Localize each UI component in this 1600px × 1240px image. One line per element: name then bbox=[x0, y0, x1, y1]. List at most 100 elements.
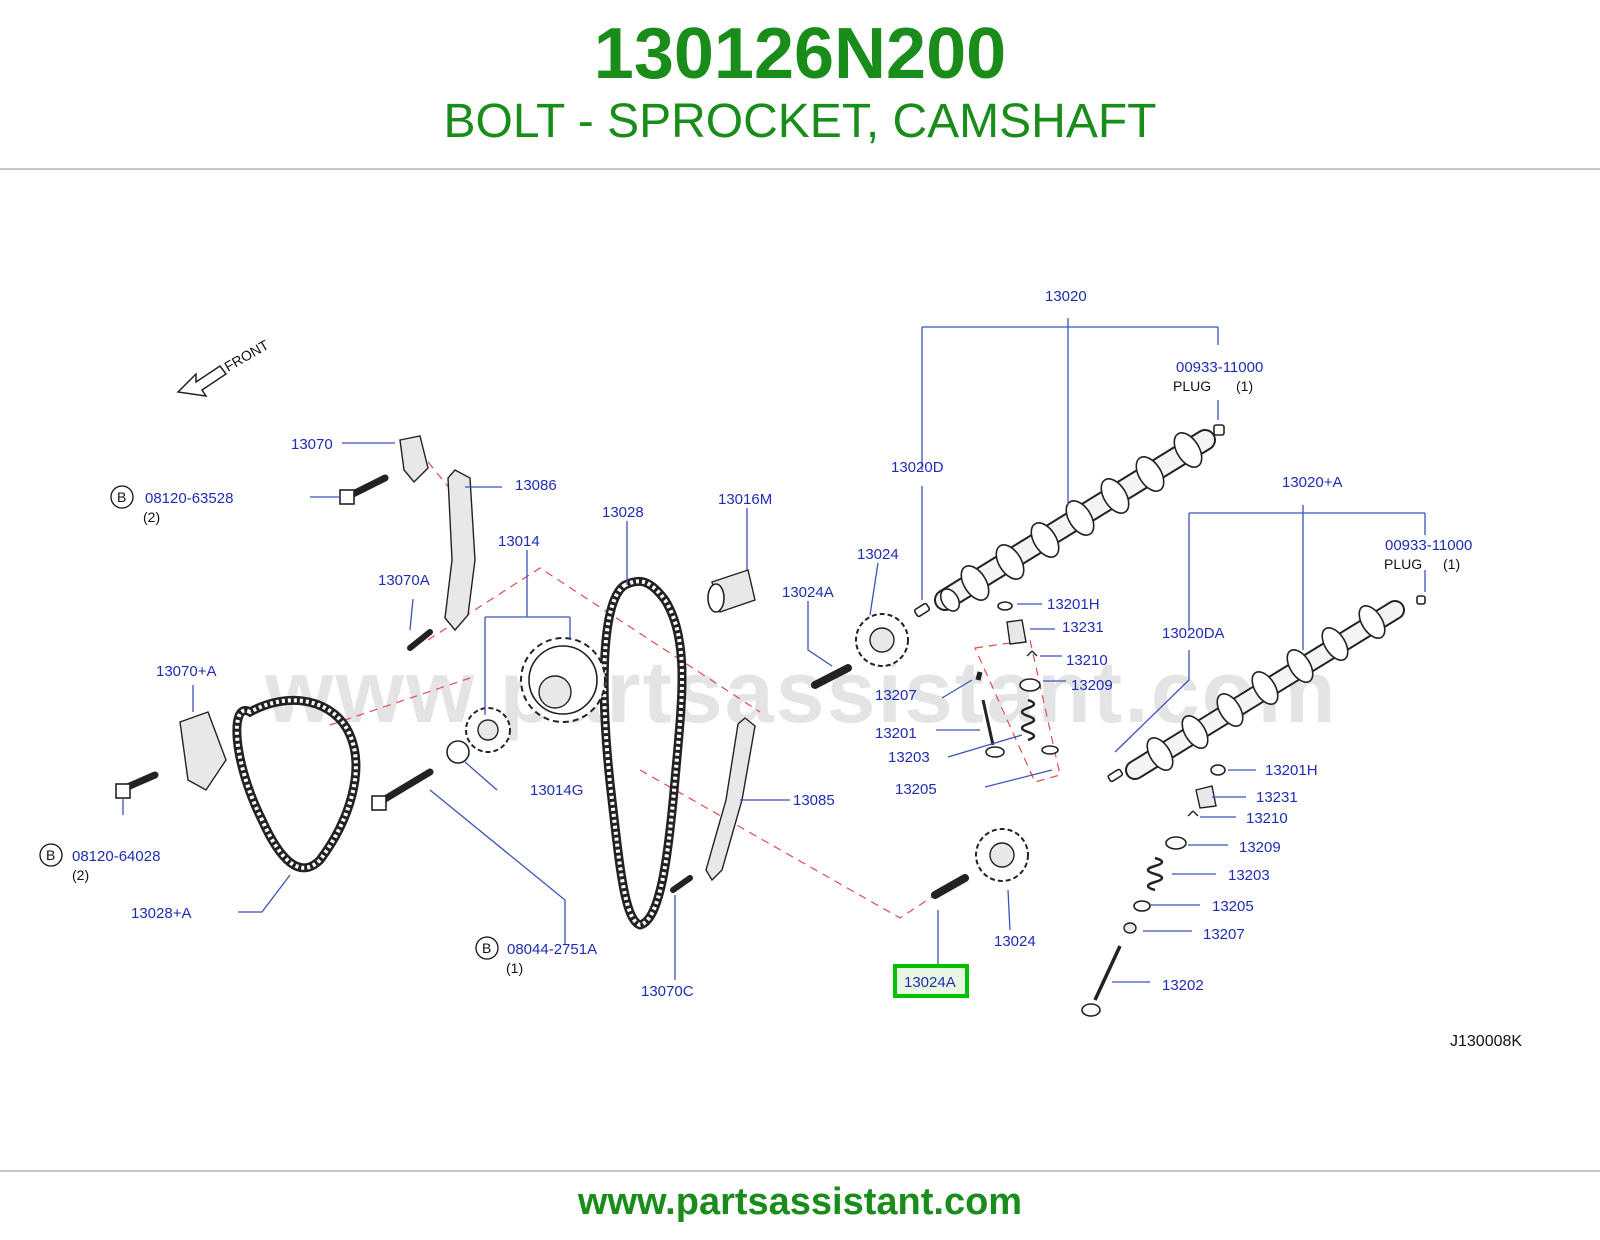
spring-seat bbox=[1041, 745, 1059, 755]
label-13070-plus-a[interactable]: 13070+A bbox=[156, 663, 216, 680]
part-description: BOLT - SPROCKET, CAMSHAFT bbox=[443, 95, 1157, 148]
label-13209-lower[interactable]: 13209 bbox=[1239, 839, 1281, 856]
valve-spring bbox=[1146, 856, 1164, 892]
label-13203-lower[interactable]: 13203 bbox=[1228, 867, 1270, 884]
label-13210-lower[interactable]: 13210 bbox=[1246, 810, 1288, 827]
label-13020-plus-a[interactable]: 13020+A bbox=[1282, 474, 1342, 491]
bolt-marker-circle bbox=[475, 936, 499, 960]
label-13024-lower[interactable]: 13024 bbox=[994, 933, 1036, 950]
alignment-line bbox=[329, 677, 471, 726]
label-13209-upper[interactable]: 13209 bbox=[1071, 677, 1113, 694]
label-13207-lower[interactable]: 13207 bbox=[1203, 926, 1245, 943]
label-13014g[interactable]: 13014G bbox=[530, 782, 583, 799]
leader-line bbox=[409, 598, 414, 631]
alignment-line bbox=[639, 769, 936, 919]
bolt-head bbox=[339, 489, 355, 505]
label-qty-2: (2) bbox=[72, 867, 89, 883]
leader-line bbox=[807, 601, 833, 667]
label-13028-plus-a[interactable]: 13028+A bbox=[131, 905, 191, 922]
leader-line bbox=[941, 679, 973, 699]
footer-url[interactable]: www.partsassistant.com bbox=[577, 1181, 1023, 1223]
highlight-box bbox=[893, 964, 969, 998]
label-13086[interactable]: 13086 bbox=[515, 477, 557, 494]
leader-line bbox=[1114, 650, 1190, 753]
dowel-pin-upper bbox=[913, 602, 931, 618]
label-13020[interactable]: 13020 bbox=[1045, 288, 1087, 305]
valve bbox=[1093, 945, 1122, 1001]
label-13024a-upper[interactable]: 13024A bbox=[782, 584, 834, 601]
label-08120-64028[interactable]: 08120-64028 bbox=[72, 848, 160, 865]
cam-sprocket-upper bbox=[855, 613, 909, 667]
label-13085[interactable]: 13085 bbox=[793, 792, 835, 809]
label-13207-upper[interactable]: 13207 bbox=[875, 687, 917, 704]
leader-line bbox=[484, 550, 571, 715]
label-00933-11000-lower[interactable]: 00933-11000 bbox=[1385, 537, 1472, 554]
leader-line bbox=[947, 734, 1023, 758]
label-qty-1: (1) bbox=[506, 960, 523, 976]
label-plug-upper: PLUG bbox=[1173, 378, 1211, 394]
leader-line bbox=[238, 874, 291, 913]
label-13024a-highlighted[interactable]: 13024A bbox=[904, 974, 956, 991]
valve-retainer bbox=[1165, 836, 1187, 850]
label-13028[interactable]: 13028 bbox=[602, 504, 644, 521]
label-13201[interactable]: 13201 bbox=[875, 725, 917, 742]
camshaft-sprocket-bolt bbox=[811, 664, 852, 689]
label-13205-lower[interactable]: 13205 bbox=[1212, 898, 1254, 915]
label-13231-upper[interactable]: 13231 bbox=[1062, 619, 1104, 636]
chain-guide-upper bbox=[444, 469, 476, 632]
valve-lifter bbox=[1006, 619, 1027, 645]
label-13070a[interactable]: 13070A bbox=[378, 572, 430, 589]
leader-line bbox=[1007, 889, 1011, 931]
label-13203-upper[interactable]: 13203 bbox=[888, 749, 930, 766]
label-13210-upper[interactable]: 13210 bbox=[1066, 652, 1108, 669]
front-arrow-icon bbox=[176, 364, 228, 397]
leader-line bbox=[429, 789, 566, 945]
camshaft-lower bbox=[1125, 600, 1405, 780]
label-13016m[interactable]: 13016M bbox=[718, 491, 772, 508]
bolt-head bbox=[115, 783, 131, 799]
bolt-marker-circle bbox=[110, 485, 134, 509]
cam-sprocket-lower bbox=[975, 828, 1029, 882]
bolt-head bbox=[371, 795, 387, 811]
label-13070c[interactable]: 13070C bbox=[641, 983, 694, 1000]
leader-line bbox=[464, 761, 498, 791]
valve-shim bbox=[997, 601, 1013, 611]
label-13024-upper[interactable]: 13024 bbox=[857, 546, 899, 563]
label-b-marker: B bbox=[482, 940, 491, 956]
label-13205-upper[interactable]: 13205 bbox=[895, 781, 937, 798]
label-13070[interactable]: 13070 bbox=[291, 436, 333, 453]
timing-chain-primary bbox=[599, 576, 687, 930]
valve-shim bbox=[1210, 764, 1226, 776]
label-13201h-lower[interactable]: 13201H bbox=[1265, 762, 1318, 779]
leader-line bbox=[984, 769, 1053, 788]
label-13202[interactable]: 13202 bbox=[1162, 977, 1204, 994]
label-08120-63528[interactable]: 08120-63528 bbox=[145, 490, 233, 507]
bolt bbox=[670, 875, 693, 893]
camshaft-upper bbox=[934, 429, 1216, 612]
valve-lifter bbox=[1195, 785, 1217, 809]
label-b-marker: B bbox=[46, 847, 55, 863]
label-13020d[interactable]: 13020D bbox=[891, 459, 944, 476]
leader-line bbox=[869, 562, 879, 616]
valve-head bbox=[985, 746, 1005, 758]
crank-sprocket bbox=[520, 637, 606, 723]
label-plug-lower-qty: (1) bbox=[1443, 556, 1460, 572]
chain-tensioner-upper bbox=[399, 435, 429, 484]
leader-line bbox=[921, 318, 1219, 505]
camshaft-sprocket-bolt-highlighted bbox=[931, 874, 969, 899]
label-08044-2751a[interactable]: 08044-2751A bbox=[507, 941, 597, 958]
part-number-title: 130126N200 bbox=[593, 14, 1007, 94]
valve-seal bbox=[1123, 922, 1137, 934]
label-00933-11000-upper[interactable]: 00933-11000 bbox=[1176, 359, 1263, 376]
chain-tensioner-lower bbox=[179, 711, 227, 791]
label-plug-upper-qty: (1) bbox=[1236, 378, 1253, 394]
label-13014[interactable]: 13014 bbox=[498, 533, 540, 550]
label-13201h-upper[interactable]: 13201H bbox=[1047, 596, 1100, 613]
label-b-marker: B bbox=[117, 489, 126, 505]
label-13020da[interactable]: 13020DA bbox=[1162, 625, 1225, 642]
plug-upper bbox=[1213, 424, 1225, 436]
washer bbox=[446, 740, 470, 764]
watermark-text: www.partsassistant.com bbox=[264, 642, 1338, 741]
label-13231-lower[interactable]: 13231 bbox=[1256, 789, 1298, 806]
front-label: FRONT bbox=[222, 336, 272, 374]
